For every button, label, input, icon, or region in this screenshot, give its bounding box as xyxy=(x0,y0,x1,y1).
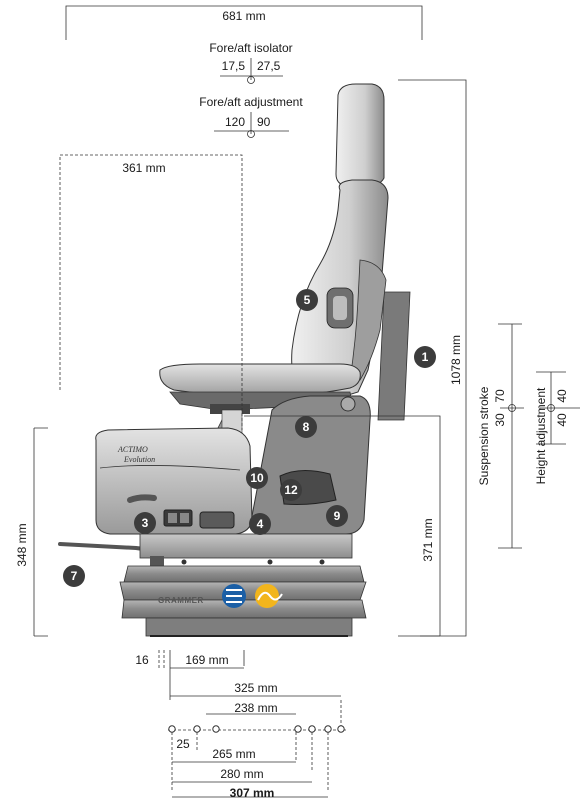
svg-text:238 mm: 238 mm xyxy=(234,701,277,715)
svg-text:40: 40 xyxy=(555,413,569,427)
brand-label: GRAMMER xyxy=(158,596,204,605)
callout-5: 5 xyxy=(296,289,318,311)
svg-text:70: 70 xyxy=(493,389,507,403)
svg-text:9: 9 xyxy=(334,509,341,523)
svg-text:10: 10 xyxy=(250,471,264,485)
svg-text:4: 4 xyxy=(257,517,264,531)
dim-suspension-stroke: Suspension stroke 70 30 xyxy=(477,323,524,549)
callout-8: 8 xyxy=(295,416,317,438)
air-suspension-icon xyxy=(222,584,246,608)
dim-fore-aft-adjustment: Fore/aft adjustment 120 90 xyxy=(199,95,303,138)
lumbar-support-icon xyxy=(255,584,283,608)
svg-text:12: 12 xyxy=(284,483,298,497)
svg-text:265 mm: 265 mm xyxy=(212,747,255,761)
height-adjustment-label: Height adjustment xyxy=(534,387,548,484)
dim-backrest-depth: 361 mm xyxy=(59,154,243,430)
svg-text:90: 90 xyxy=(257,115,271,129)
svg-text:169 mm: 169 mm xyxy=(185,653,228,667)
svg-text:17,5: 17,5 xyxy=(222,59,246,73)
svg-text:120: 120 xyxy=(225,115,245,129)
svg-text:30: 30 xyxy=(493,413,507,427)
svg-text:27,5: 27,5 xyxy=(257,59,281,73)
callout-badges: 1 5 8 10 12 9 3 4 7 xyxy=(63,289,436,587)
model-label: ACTIMO xyxy=(117,445,148,454)
svg-text:25: 25 xyxy=(176,737,190,751)
svg-text:280 mm: 280 mm xyxy=(220,767,263,781)
dim-seat-height: 371 mm xyxy=(244,415,441,637)
svg-text:371 mm: 371 mm xyxy=(421,518,435,561)
dim-height-adjustment: Height adjustment 40 40 xyxy=(534,371,580,484)
svg-text:40: 40 xyxy=(555,389,569,403)
seat-illustration: GRAMMER ACTIMO Evolution xyxy=(58,83,411,637)
svg-text:681 mm: 681 mm xyxy=(222,9,265,23)
dim-base-offsets: 16 169 mm xyxy=(135,650,245,700)
svg-text:5: 5 xyxy=(304,293,311,307)
svg-text:325 mm: 325 mm xyxy=(234,681,277,695)
callout-9: 9 xyxy=(326,505,348,527)
model-sublabel: Evolution xyxy=(123,455,155,464)
callout-3: 3 xyxy=(134,512,156,534)
callout-4: 4 xyxy=(249,513,271,535)
fore-aft-adjustment-label: Fore/aft adjustment xyxy=(199,95,303,109)
svg-text:8: 8 xyxy=(303,420,310,434)
fore-aft-isolator-label: Fore/aft isolator xyxy=(209,41,292,55)
callout-10: 10 xyxy=(246,467,268,489)
callout-1: 1 xyxy=(414,346,436,368)
dim-fore-aft-isolator: Fore/aft isolator 17,5 27,5 xyxy=(209,41,293,84)
callout-7: 7 xyxy=(63,565,85,587)
svg-text:348 mm: 348 mm xyxy=(15,523,29,566)
dim-left-height: 348 mm xyxy=(15,427,48,637)
dim-mount-pattern: 325 mm 238 mm 25 265 mm 280 mm 307 mm xyxy=(168,681,346,800)
svg-text:3: 3 xyxy=(142,516,149,530)
svg-text:307 mm: 307 mm xyxy=(230,786,275,800)
svg-text:1: 1 xyxy=(422,350,429,364)
callout-12: 12 xyxy=(280,479,302,501)
dim-overall-width: 681 mm xyxy=(65,5,423,40)
svg-text:361 mm: 361 mm xyxy=(122,161,165,175)
suspension-stroke-label: Suspension stroke xyxy=(477,386,491,485)
svg-text:7: 7 xyxy=(71,569,78,583)
svg-text:16: 16 xyxy=(135,653,149,667)
svg-text:1078 mm: 1078 mm xyxy=(449,335,463,385)
